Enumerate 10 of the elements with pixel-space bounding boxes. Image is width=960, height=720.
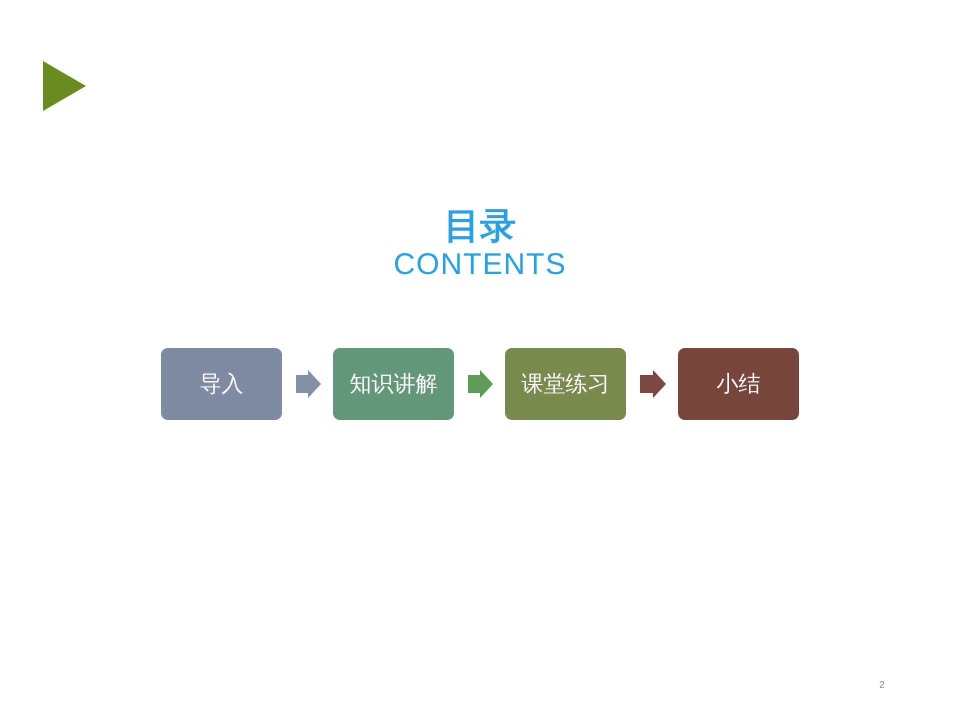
- process-box: 小结: [678, 348, 799, 420]
- page-number: 2: [878, 679, 886, 693]
- arrow: [640, 370, 666, 398]
- arrow: [296, 370, 321, 398]
- process-box: 导入: [161, 348, 282, 420]
- arrow: [468, 370, 493, 398]
- subtitle: CONTENTS: [392, 248, 568, 282]
- process-box: 课堂练习: [505, 348, 626, 420]
- process-box: 知识讲解: [333, 348, 454, 420]
- title: 目录: [443, 206, 517, 248]
